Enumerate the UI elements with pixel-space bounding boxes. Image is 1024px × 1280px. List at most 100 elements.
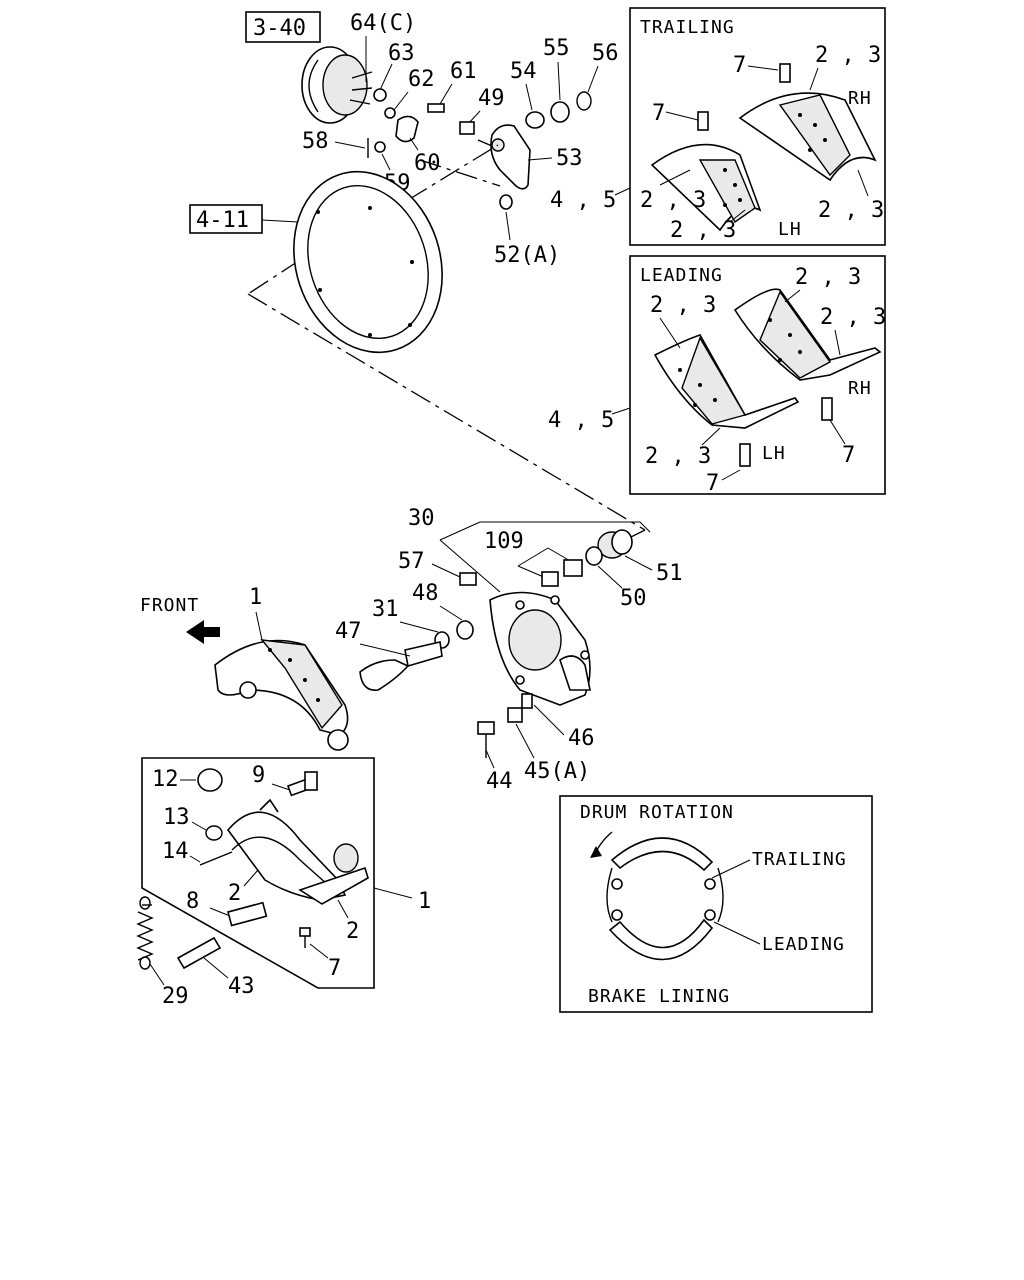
- callout-50: 50: [620, 586, 647, 611]
- leading-lining-lh: [653, 334, 800, 429]
- callout-61: 61: [450, 59, 477, 84]
- front-label: FRONT: [140, 595, 199, 616]
- roller-12: [197, 768, 223, 792]
- rivet-trailing-lh: [697, 111, 709, 131]
- leading-label-7: LH: [762, 443, 786, 464]
- ref-box-411: [189, 204, 263, 234]
- callout-57: 57: [398, 549, 425, 574]
- callout-60: 60: [414, 151, 441, 176]
- callout-54: 54: [510, 59, 537, 84]
- pin-14: [199, 851, 233, 866]
- callout-8: 8: [186, 889, 199, 914]
- leading-label-2: 2 , 3: [820, 305, 886, 330]
- front-arrow-icon: [186, 620, 220, 644]
- drum-label-leading: LEADING: [762, 934, 845, 955]
- washer-59: [374, 141, 386, 153]
- drum-rotation-panel: [559, 795, 873, 1013]
- washer-54: [525, 111, 545, 129]
- callout-46: 46: [568, 726, 595, 751]
- pin-9: [286, 771, 318, 797]
- callout-45-upper: 4 , 5: [550, 188, 616, 213]
- grease-fitting-49: [459, 121, 475, 135]
- brake-chamber: [301, 46, 373, 124]
- leading-label-6: 2 , 3: [645, 444, 711, 469]
- brake-spider: [489, 591, 591, 706]
- callout-55: 55: [543, 36, 570, 61]
- pin-8: [227, 901, 268, 927]
- washer-55: [550, 101, 570, 123]
- callout-1-lower: 1: [418, 889, 431, 914]
- callout-29: 29: [162, 984, 189, 1009]
- rivet-7-lower: [299, 927, 311, 948]
- callout-30: 30: [408, 506, 435, 531]
- trailing-label-2: RH: [848, 88, 872, 109]
- trailing-label-6: 2 , 3: [670, 218, 736, 243]
- washer-48: [456, 620, 474, 640]
- brake-shoe-1: [214, 639, 349, 751]
- drum-label-trailing: TRAILING: [752, 849, 847, 870]
- callout-62: 62: [408, 67, 435, 92]
- drum-lining-diagram: [606, 837, 724, 961]
- callout-1-upper: 1: [249, 585, 262, 610]
- shoe-detail-panel: [141, 757, 375, 989]
- ref-box-340: [245, 11, 321, 43]
- trailing-label-1: 2 , 3: [815, 43, 881, 68]
- pin-61: [427, 103, 445, 113]
- bushing-109a: [563, 559, 583, 577]
- callout-48: 48: [412, 581, 439, 606]
- callout-45a: 45(A): [524, 759, 590, 784]
- callout-43: 43: [228, 974, 255, 999]
- ring-13: [205, 825, 223, 841]
- bushing-52a: [499, 194, 513, 210]
- callout-63: 63: [388, 41, 415, 66]
- pin-43: [176, 936, 222, 970]
- trailing-lining-rh: [738, 92, 877, 182]
- leading-label-3: RH: [848, 378, 872, 399]
- clip-46: [521, 693, 533, 709]
- leading-panel-title: LEADING: [640, 265, 723, 286]
- leading-label-4: 7: [842, 443, 855, 468]
- drum-panel-footer: BRAKE LINING: [588, 986, 730, 1007]
- shoe-detail: [226, 798, 369, 905]
- leading-label-5: 4 , 5: [548, 408, 614, 433]
- leading-label-0: 2 , 3: [795, 265, 861, 290]
- callout-ref-411: 4-11: [196, 208, 249, 233]
- seal-51: [597, 529, 633, 559]
- callout-2-left: 2: [228, 881, 241, 906]
- trailing-label-5: 2 , 3: [818, 198, 884, 223]
- callout-31: 31: [372, 597, 399, 622]
- bolt-44: [477, 721, 495, 758]
- bushing-109b: [541, 571, 559, 587]
- rotation-arrow-icon: [590, 846, 602, 858]
- callout-7-lower: 7: [328, 956, 341, 981]
- leading-label-8: 7: [706, 471, 719, 496]
- nut-63: [373, 88, 387, 102]
- callout-2-right: 2: [346, 919, 359, 944]
- leading-panel: [629, 255, 886, 495]
- callout-109: 109: [484, 529, 524, 554]
- callout-64c: 64(C): [350, 11, 416, 36]
- leading-label-1: 2 , 3: [650, 293, 716, 318]
- spring-29: [136, 896, 154, 970]
- washer-50: [585, 546, 603, 566]
- rivet-leading-lh: [739, 443, 751, 467]
- trailing-label-7: LH: [778, 219, 802, 240]
- trailing-label-0: 7: [733, 53, 746, 78]
- callout-52a: 52(A): [494, 243, 560, 268]
- leading-lining-rh: [733, 288, 882, 381]
- callout-58: 58: [302, 129, 329, 154]
- drum-panel-title: DRUM ROTATION: [580, 802, 734, 823]
- dust-shield: [293, 170, 443, 354]
- slack-adjuster-53: [477, 124, 531, 190]
- washer-62: [384, 107, 396, 119]
- callout-13: 13: [163, 805, 190, 830]
- trailing-panel-title: TRAILING: [640, 17, 735, 38]
- callout-ref-340: 3-40: [253, 16, 306, 41]
- trailing-lining-lh: [650, 143, 762, 232]
- grease-fitting-57: [459, 572, 477, 586]
- trailing-label-3: 7: [652, 101, 665, 126]
- callout-44: 44: [486, 769, 513, 794]
- callout-12: 12: [152, 767, 179, 792]
- snap-ring-56: [576, 91, 592, 111]
